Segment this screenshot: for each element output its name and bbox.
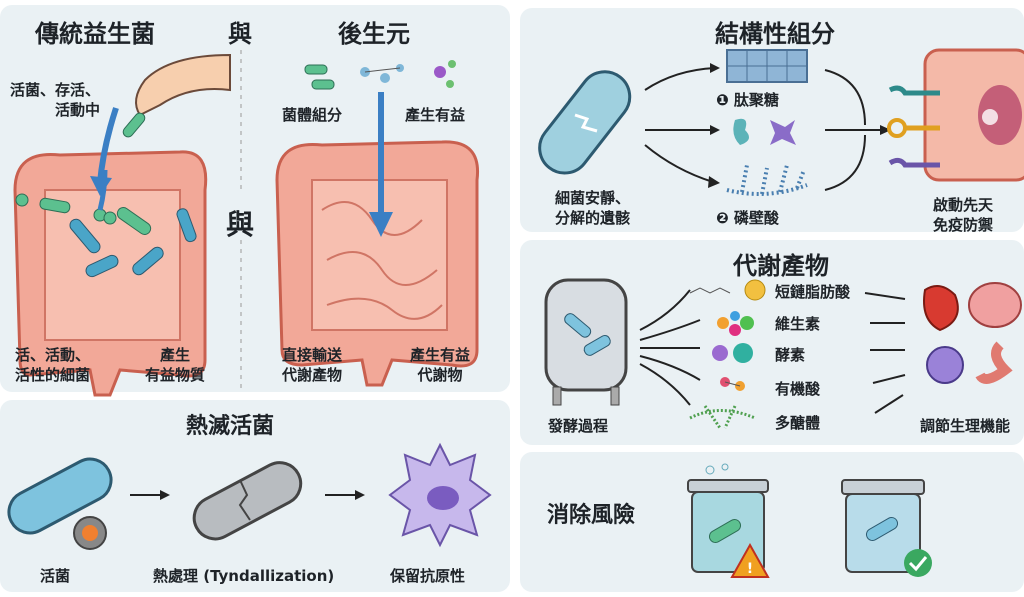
immune-cell-icon <box>388 442 492 548</box>
label-active-bacteria: 活、活動、活性的細菌 <box>14 346 90 384</box>
intestine-illustration <box>275 140 480 387</box>
label-live-bacteria: 活菌、存活、活動中 <box>9 81 100 119</box>
effect-arrows <box>864 292 906 414</box>
label-tyndallization: 熱處理 (Tyndallization) <box>153 567 335 585</box>
label-direct-delivery: 直接輸送代謝產物 <box>282 346 343 384</box>
protein-molecules-icon <box>733 118 796 145</box>
postbiotic-components-icons <box>304 60 456 90</box>
metabolites-title: 代謝產物 <box>733 252 829 280</box>
hand-and-arrow-illustration <box>97 53 231 211</box>
structural-arrows <box>644 63 720 188</box>
label-beneficial: 產生有益 <box>405 106 466 124</box>
label-beneficial-substances: 產生有益物質 <box>144 346 205 384</box>
safe-container-icon <box>841 479 932 577</box>
connector-top: 與 <box>228 20 252 48</box>
metabolite-arrows <box>639 289 701 406</box>
broken-bacterium-icon <box>538 70 632 175</box>
heat-killed-title: 熱滅活菌 <box>186 414 275 439</box>
live-bacterium-icon <box>7 457 113 550</box>
metabolite-organic-acids: 有機酸 <box>775 380 821 398</box>
probiotics-title: 傳統益生菌 <box>35 20 155 48</box>
intestine-with-bacteria-illustration <box>13 150 208 397</box>
down-arrow <box>90 107 119 196</box>
immune-cell-receptors-icon <box>887 48 1024 182</box>
label-innate-immunity: 啟動先天免疫防禦 <box>933 196 994 234</box>
label-fermentation: 發酵過程 <box>548 417 609 435</box>
peptidoglycan-puzzle-icon <box>726 49 808 83</box>
risk-panel <box>520 452 1024 592</box>
arrow-right-1 <box>130 490 170 500</box>
label-retains-antigenicity: 保留抗原性 <box>390 567 466 585</box>
label-peptidoglycan: ❶ 肽聚糖 <box>716 91 779 109</box>
svg-text:!: ! <box>747 561 753 577</box>
postbiotics-title: 後生元 <box>338 20 410 48</box>
label-beneficial-metabolites: 產生有益代謝物 <box>410 346 471 384</box>
label-regulate-physiology: 調節生理機能 <box>920 417 1011 435</box>
heat-treated-bacterium-icon <box>192 461 303 541</box>
label-teichoic-acid: ❷ 磷壁酸 <box>716 209 779 227</box>
risk-title: 消除風險 <box>547 503 636 528</box>
divider-line <box>240 50 242 390</box>
metabolite-scfa: 短鏈脂肪酸 <box>775 283 851 301</box>
label-bacterial-remains: 細菌安靜、分解的遺骸 <box>555 189 631 227</box>
metabolite-enzymes: 酵素 <box>775 346 806 364</box>
label-cell-components: 菌體組分 <box>282 106 343 124</box>
metabolite-polysaccharides: 多醣體 <box>775 414 821 432</box>
structural-title: 結構性組分 <box>715 20 835 48</box>
fermentation-tank-icon <box>544 278 628 406</box>
unsafe-container-icon: ! <box>687 463 770 578</box>
converging-arrows <box>824 69 891 191</box>
metabolite-vitamins: 維生素 <box>775 315 821 333</box>
arrow-right-2 <box>325 490 365 500</box>
organ-icons <box>923 282 1022 384</box>
connector-mid: 與 <box>226 208 255 241</box>
metabolite-molecule-icons <box>689 279 766 429</box>
direct-delivery-arrow <box>369 92 393 237</box>
teichoic-acid-chains-icon <box>726 164 808 196</box>
label-live: 活菌 <box>40 567 71 585</box>
